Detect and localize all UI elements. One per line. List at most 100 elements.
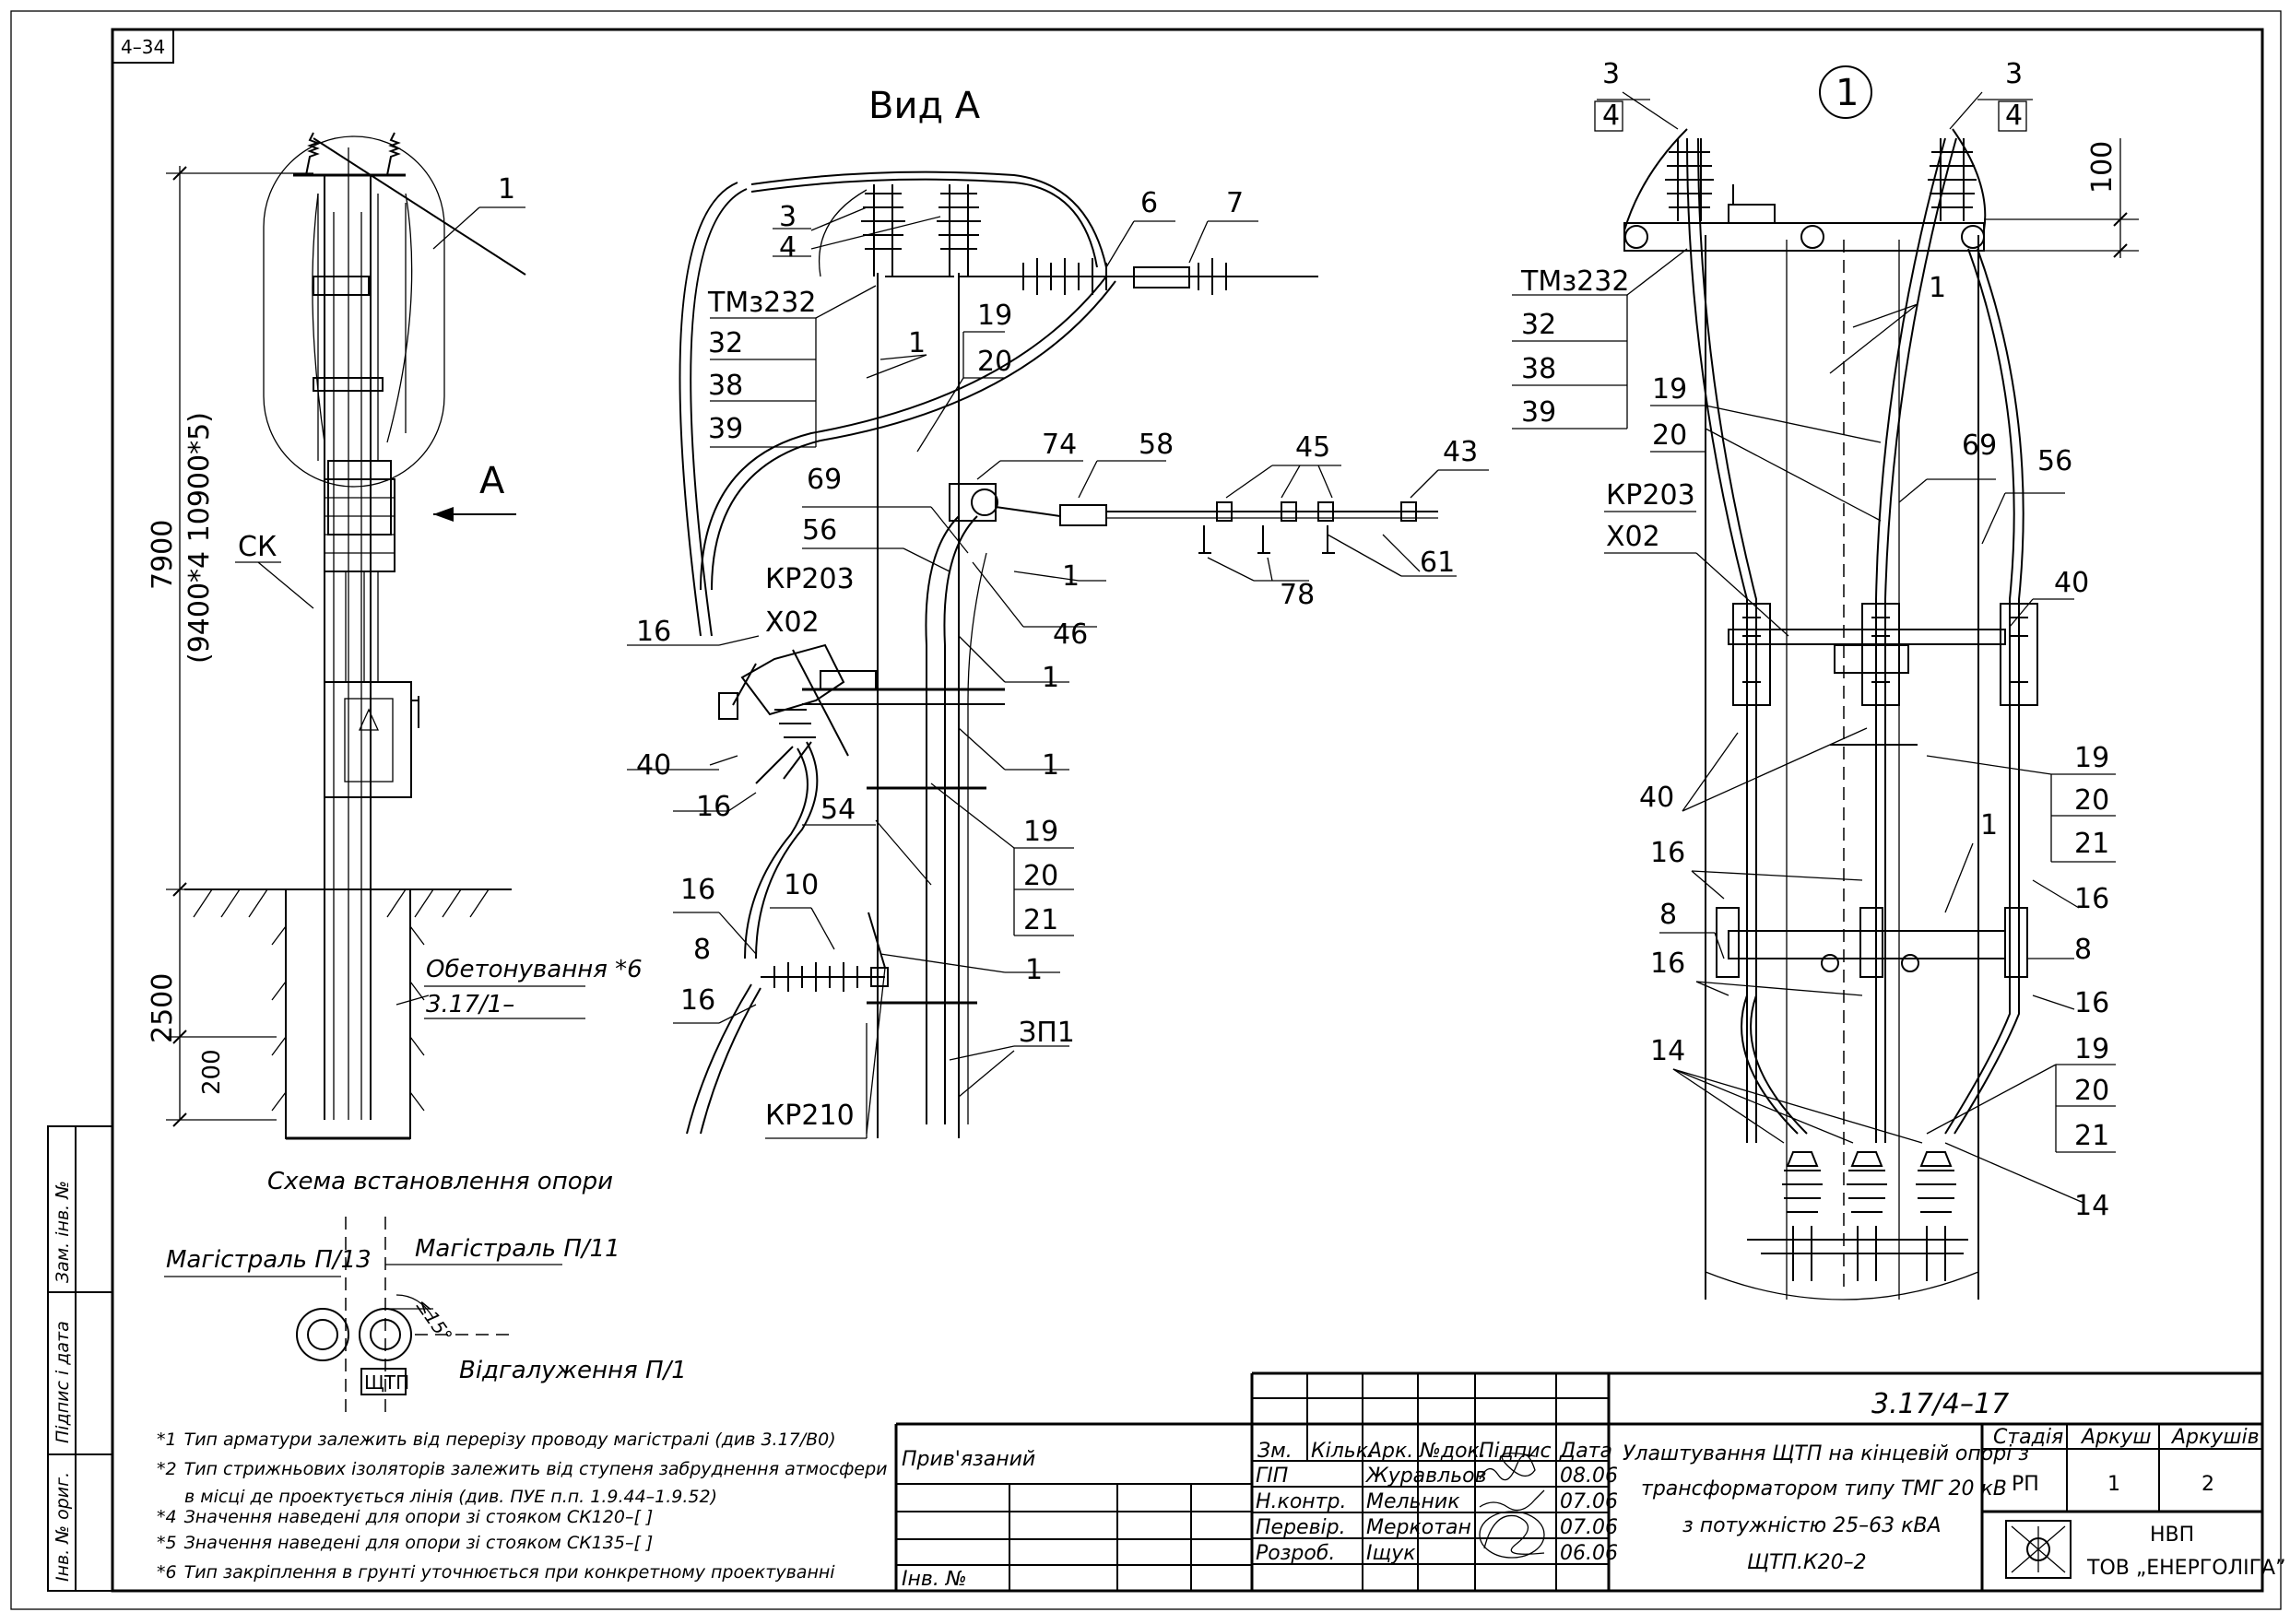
tb-desc-3: з потужністю 25–63 кВА: [1682, 1514, 1942, 1537]
rt-label-20c: 20: [2074, 1075, 2109, 1107]
rt-label-19c: 19: [2074, 1033, 2109, 1065]
rt-label-4a: 4: [1602, 100, 1620, 132]
label-ck: СК: [238, 531, 277, 563]
rt-label-39: 39: [1521, 396, 1556, 429]
rt-label-x02: Х02: [1606, 521, 1660, 553]
tb-name-1: Мельник: [1366, 1490, 1460, 1513]
mid-label-78: 78: [1280, 579, 1315, 611]
mid-label-58: 58: [1139, 429, 1174, 461]
mid-label-43: 43: [1443, 436, 1478, 468]
concrete-ref: 3.17/1–: [426, 991, 514, 1018]
mid-label-kp203: КР203: [765, 563, 855, 595]
rt-label-tmz232: ТМз232: [1520, 265, 1629, 298]
tb-h-ark: Арк.: [1366, 1440, 1413, 1463]
mid-label-16a: 16: [636, 616, 671, 648]
fuse-cutout: [718, 643, 849, 784]
rt-label-4b: 4: [2005, 100, 2023, 132]
mid-label-21b: 21: [1023, 904, 1058, 936]
mid-label-45: 45: [1295, 431, 1330, 464]
rt-label-32: 32: [1521, 309, 1556, 341]
mid-label-x02: Х02: [765, 606, 820, 639]
rt-label-19b: 19: [2074, 742, 2109, 774]
mid-label-1b: 1: [1062, 560, 1080, 593]
rt-label-20b: 20: [2074, 784, 2109, 817]
rt-label-8b: 8: [2074, 934, 2092, 966]
rt-label-3b: 3: [2005, 58, 2023, 90]
tb-privyazaniy: Прив'язаний: [902, 1448, 1035, 1471]
title-block: Прив'язаний Інв. № Зм. Кільк. Арк. №док.…: [894, 1371, 2285, 1591]
mid-label-40: 40: [636, 749, 671, 782]
rt-label-kp203: КР203: [1606, 479, 1695, 512]
rt-label-21b: 21: [2074, 828, 2109, 860]
tb-h-kilk: Кільк.: [1311, 1440, 1375, 1463]
mid-label-38: 38: [708, 370, 743, 402]
tb-role-2: Перевір.: [1256, 1516, 1346, 1539]
tb-name-0: Журавльов: [1364, 1465, 1487, 1488]
view-arrow-label: А: [479, 460, 505, 502]
mid-label-tmz232: ТМз232: [707, 287, 816, 319]
inner-frame: [111, 28, 2264, 1593]
shtp-label: ЩТП: [364, 1371, 409, 1394]
tb-sheet: 1: [2107, 1473, 2120, 1496]
mid-label-54: 54: [820, 794, 856, 826]
tb-inv-no: Інв. №: [902, 1568, 967, 1591]
mag-right: Магістраль П/11: [415, 1235, 620, 1263]
tb-date-3: 06.06: [1560, 1542, 1618, 1565]
dim-alt: (9400*4 10900*5): [183, 412, 216, 664]
rt-label-21c: 21: [2074, 1120, 2109, 1152]
mid-label-1e: 1: [1025, 954, 1043, 986]
mid-label-6: 6: [1140, 187, 1158, 219]
tb-desc-4: ЩТП.К20–2: [1747, 1551, 1867, 1574]
tb-stage-h: Стадія: [1993, 1426, 2063, 1449]
dim-total: 7900: [147, 520, 179, 590]
rt-label-14a: 14: [1650, 1035, 1685, 1067]
mid-label-20: 20: [977, 346, 1012, 378]
concrete-label: Обетонування *6: [426, 956, 643, 983]
company-logo: [2005, 1520, 2072, 1579]
mid-label-56: 56: [802, 514, 837, 547]
mid-label-3: 3: [779, 201, 797, 233]
tb-company-1: НВП: [2150, 1524, 2194, 1547]
rt-label-1b: 1: [1980, 809, 1998, 841]
rt-label-16a: 16: [1650, 837, 1685, 869]
tb-role-3: Розроб.: [1256, 1542, 1335, 1565]
rt-label-16d: 16: [2074, 987, 2109, 1019]
mid-label-32: 32: [708, 327, 743, 359]
tb-name-2: Меркотан: [1366, 1516, 1471, 1539]
side-stamp: Інв. № ориг. Підпис і дата Зам. інв. №: [47, 1125, 113, 1592]
rt-label-19: 19: [1652, 373, 1687, 406]
mid-label-4: 4: [779, 231, 797, 264]
mid-label-69: 69: [807, 464, 842, 496]
dim-100: 100: [2086, 141, 2119, 194]
mid-label-1c: 1: [1042, 662, 1059, 694]
tb-desc-2: трансформатором типу ТМГ 20 кВ: [1641, 1477, 2007, 1500]
rt-label-69: 69: [1962, 430, 1997, 462]
mid-label-1d: 1: [1042, 749, 1059, 782]
mid-label-kp210: КР210: [765, 1100, 855, 1132]
left-pole-view: 7900 (9400*4 10900*5) 2500 200: [147, 132, 687, 1419]
control-cabinet: [324, 681, 412, 798]
rt-label-38: 38: [1521, 353, 1556, 385]
detail-circle-number: 1: [1836, 72, 1859, 114]
tb-h-dok: №док.: [1419, 1440, 1486, 1463]
mid-label-61: 61: [1420, 547, 1455, 579]
mag-left: Магістраль П/13: [166, 1246, 372, 1274]
side-sign-date: Підпис і дата: [53, 1321, 73, 1443]
note-2-cont: в місці де проектується лінія (див. ПУЕ …: [184, 1487, 717, 1507]
tb-desc-1: Улаштування ЩТП на кінцевій опорі з: [1623, 1442, 2029, 1465]
middle-view-a: Вид А: [627, 85, 1489, 1139]
tb-date-2: 07.06: [1560, 1516, 1618, 1539]
right-detail-view: 1 100: [1512, 58, 2139, 1300]
signatures: [1479, 1453, 1545, 1559]
branch-label: Відгалуження П/1: [459, 1357, 687, 1384]
transformer-bushings: [1747, 1151, 1968, 1281]
tb-date-1: 07.06: [1560, 1490, 1618, 1513]
side-inv-orig: Інв. № ориг.: [53, 1472, 73, 1582]
